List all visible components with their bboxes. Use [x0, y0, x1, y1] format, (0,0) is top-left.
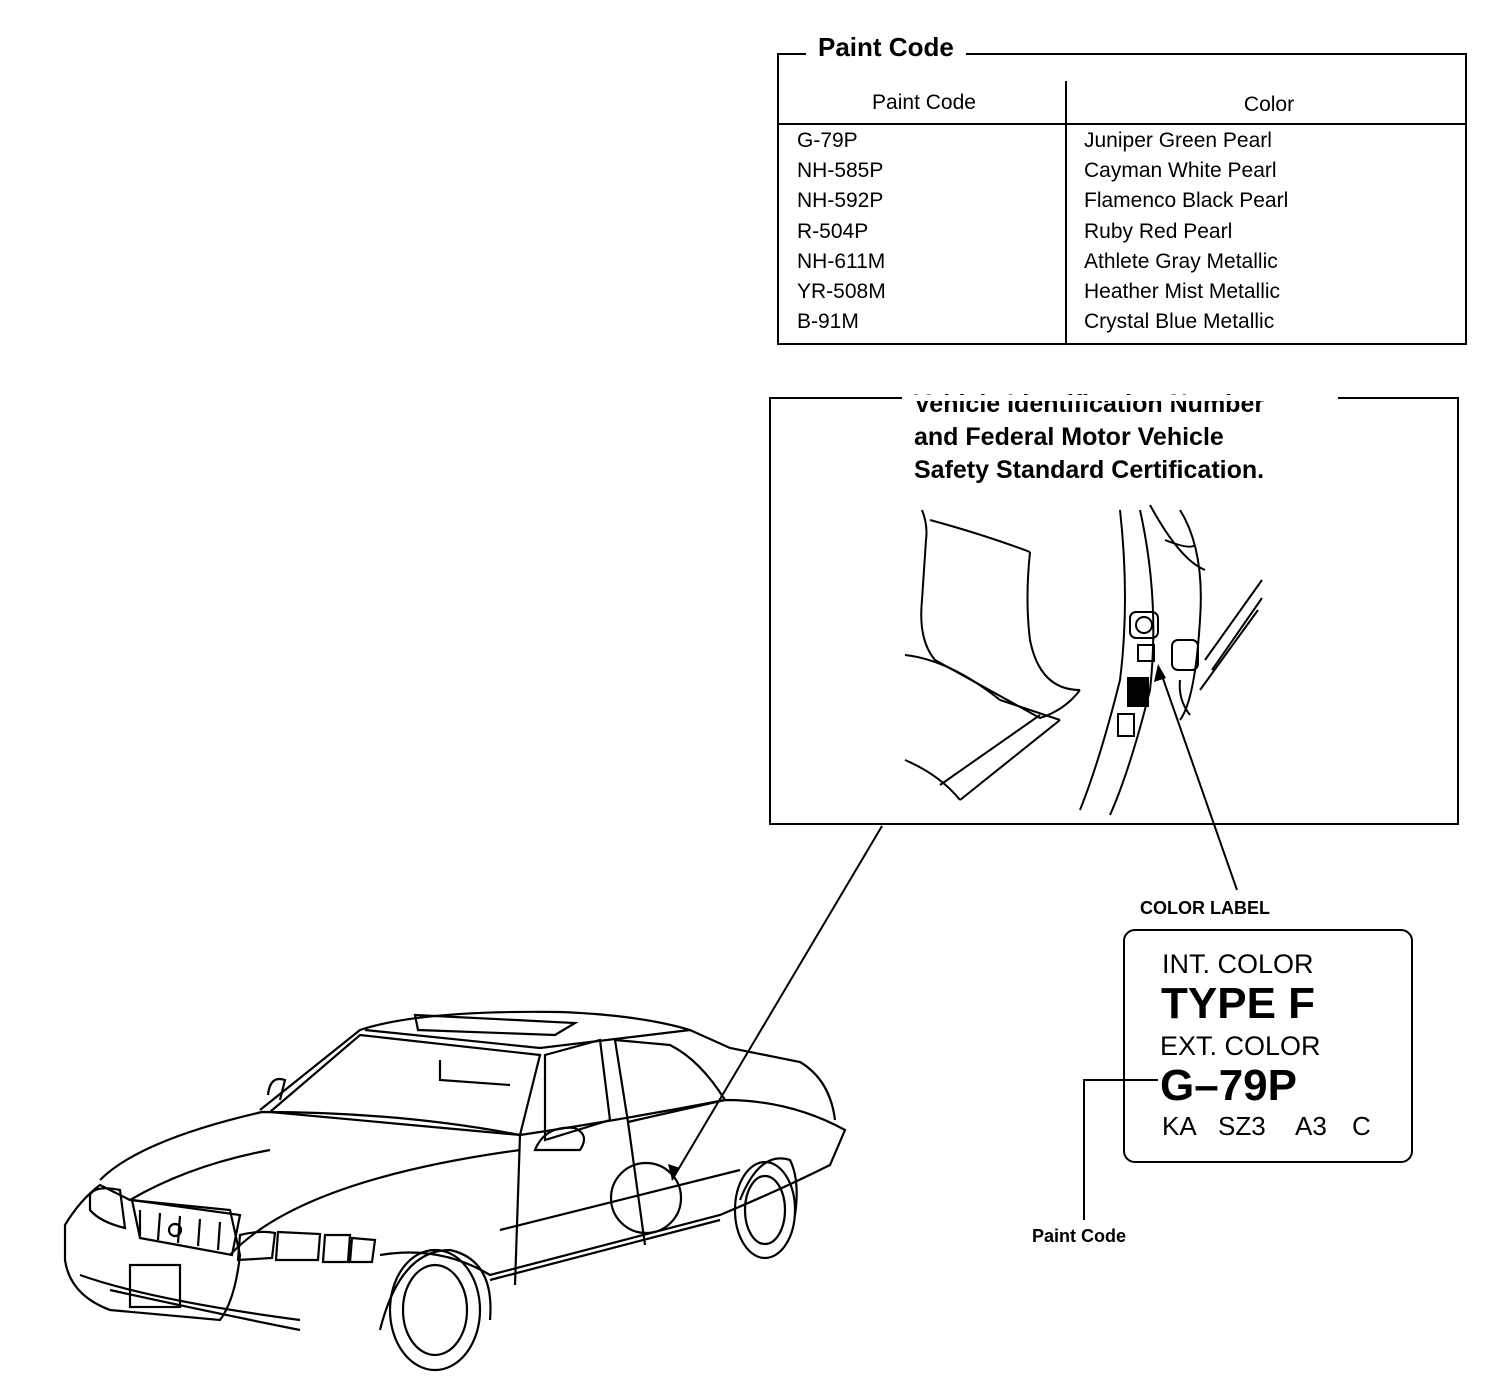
vin-panel-title-line-2: and Federal Motor Vehicle [914, 423, 1224, 451]
ext-color-label: EXT. COLOR [1160, 1031, 1321, 1061]
color-label-leader-line [1159, 669, 1238, 891]
label-code-3: A3 [1295, 1111, 1327, 1141]
vin-panel-title-gap [902, 395, 1338, 401]
paint-code-cell: NH-585P [797, 159, 884, 183]
vin-leader-line [671, 825, 883, 1181]
color-name-cell: Juniper Green Pearl [1084, 129, 1272, 152]
paint-code-cell: B-91M [797, 310, 859, 334]
color-label: INT. COLOR TYPE F EXT. COLOR G–79P KA SZ… [1123, 929, 1413, 1163]
label-code-1: KA [1162, 1111, 1197, 1141]
int-color-label: INT. COLOR [1162, 949, 1314, 979]
paint-code-cell: NH-611M [797, 249, 886, 273]
paint-code-table-title: Paint Code [806, 33, 966, 62]
label-code-2: SZ3 [1218, 1111, 1266, 1141]
paint-code-cell: YR-508M [797, 280, 886, 303]
paint-code-cell: NH-592P [797, 189, 884, 213]
vin-panel-title: Vehicle Identification Number and Federa… [902, 388, 1277, 487]
color-name-cell: Crystal Blue Metallic [1084, 310, 1275, 334]
door-pillar-drawing [904, 504, 1263, 816]
paint-code-table-column-divider [1065, 81, 1067, 343]
color-label-caption: COLOR LABEL [1140, 898, 1270, 918]
paint-code-table-header-divider [779, 123, 1467, 125]
int-color-value: TYPE F [1161, 979, 1316, 1028]
paint-code-bracket [1083, 1079, 1158, 1220]
color-name-cell: Ruby Red Pearl [1084, 219, 1233, 243]
color-name-cell: Flamenco Black Pearl [1084, 189, 1289, 213]
color-name-cell: Heather Mist Metallic [1084, 280, 1281, 303]
paint-code-column-header: Paint Code [872, 91, 976, 114]
color-name-cell: Cayman White Pearl [1084, 159, 1277, 183]
ext-color-value: G–79P [1160, 1061, 1297, 1110]
vin-panel-title-line-3: Safety Standard Certification. [914, 456, 1265, 484]
color-column-header: Color [1243, 93, 1295, 116]
label-code-4: C [1352, 1111, 1371, 1141]
vehicle-sedan-drawing [63, 1010, 847, 1372]
paint-code-cell: R-504P [797, 219, 869, 243]
color-label-leader-arrow [1154, 664, 1166, 682]
paint-code-callout-label: Paint Code [1032, 1226, 1127, 1246]
color-name-cell: Athlete Gray Metallic [1084, 249, 1278, 273]
vin-leader-arrow [668, 1164, 680, 1180]
paint-code-cell: G-79P [797, 129, 858, 152]
paint-code-table: Paint Code Color G-79P Juniper Green Pear… [777, 53, 1467, 345]
vin-panel-title-line-1: Vehicle Identification Number [914, 390, 1265, 418]
